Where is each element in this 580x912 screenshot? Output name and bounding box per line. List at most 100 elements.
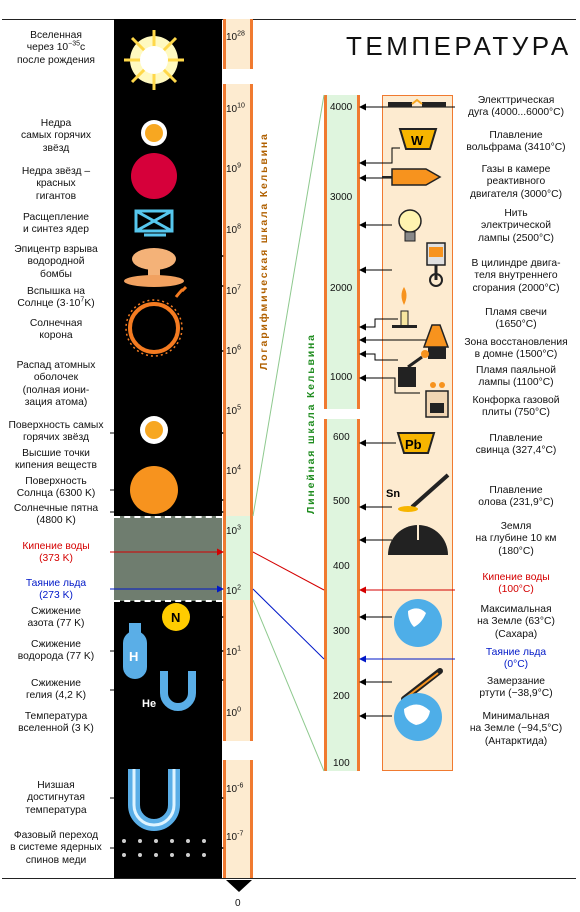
label-min-earth: Минимальная на Земле (−94,5°C) (Антаркти… bbox=[469, 711, 563, 747]
label-copper-spins: Фазовый переход в системе ядерных спинов… bbox=[10, 830, 102, 866]
label-earth-depth: Земля на глубине 10 км (180°C) bbox=[475, 521, 557, 557]
label-water-boiling-c: Кипение воды (100°C) bbox=[482, 572, 550, 596]
right-icons: W Pb Sn bbox=[382, 98, 450, 741]
zero-marker bbox=[226, 880, 252, 892]
log-tick: 101 bbox=[226, 645, 242, 658]
big-bang-icon bbox=[124, 30, 184, 90]
label-solar-corona: Солнечная корона bbox=[29, 318, 83, 342]
label-flare-exp: 7 bbox=[80, 296, 85, 304]
log-tick: 109 bbox=[226, 162, 242, 175]
label-tin-melting: Плавление олова (231,9°C) bbox=[478, 485, 554, 509]
light-bulb-icon bbox=[398, 209, 422, 242]
earth-band bbox=[114, 516, 222, 601]
lead-crucible-icon bbox=[396, 432, 436, 454]
soldering-iron-icon bbox=[398, 473, 450, 512]
electric-arc-icon bbox=[388, 98, 446, 107]
solar-corona-icon bbox=[125, 299, 183, 357]
linear-tick: 100 bbox=[333, 758, 350, 769]
log-tick: 10-6 bbox=[226, 782, 244, 795]
globe-sahara-icon bbox=[394, 599, 442, 647]
arrow-blowtorch bbox=[359, 350, 398, 361]
hydrogen-flask-icon bbox=[123, 623, 147, 679]
label-helium-liquefaction: Сжижение гелия (4,2 K) bbox=[25, 678, 86, 702]
tungsten-crucible-icon bbox=[398, 128, 438, 150]
log-tick: 107 bbox=[226, 284, 242, 297]
label-max-earth: Максимальная на Земле (63°C) (Сахара) bbox=[477, 604, 555, 640]
label-flare-unit: K) bbox=[84, 298, 95, 310]
label-flare-line2: Солнце (3·10 bbox=[17, 298, 81, 310]
blowtorch-icon bbox=[398, 350, 429, 387]
log-scale-segment-main bbox=[223, 84, 253, 741]
blast-furnace-icon bbox=[422, 324, 450, 359]
tungsten-symbol: W bbox=[411, 133, 424, 148]
arrow-tungsten bbox=[359, 147, 400, 167]
hot-star-icon bbox=[141, 120, 167, 146]
nitrogen-icon bbox=[162, 603, 190, 631]
label-tungsten-melting: Плавление вольфрама (3410°C) bbox=[466, 130, 566, 154]
log-scale-green-zone bbox=[226, 516, 250, 600]
hydrogen-symbol: H bbox=[129, 649, 138, 664]
label-universe-line3: после рождения bbox=[16, 54, 96, 66]
helium-symbol: He bbox=[142, 698, 156, 710]
hot-star-surface-icon bbox=[140, 416, 168, 444]
linear-tick: 3000 bbox=[330, 192, 353, 203]
sun-surface-icon bbox=[130, 466, 178, 514]
label-universe-line2: через 10 bbox=[26, 42, 69, 54]
log-tick: 100 bbox=[226, 706, 242, 719]
label-boiling-points: Высшие точки кипения веществ bbox=[15, 448, 97, 472]
zoom-line-top bbox=[252, 94, 325, 517]
linear-tick: 600 bbox=[333, 432, 350, 443]
earth-band-top-dash bbox=[114, 516, 222, 518]
log-scale-segment-low bbox=[223, 760, 253, 878]
earth-band-bottom-dash bbox=[114, 600, 222, 602]
label-flare-line1: Вспышка на bbox=[27, 286, 85, 297]
linear-tick: 200 bbox=[333, 691, 350, 702]
arrow-corona bbox=[180, 329, 224, 355]
label-candle-flame: Пламя свечи (1650°C) bbox=[485, 307, 547, 331]
log-tick: 102 bbox=[226, 584, 242, 597]
label-bulb-filament: Нить электрической лампы (2500°C) bbox=[478, 208, 554, 244]
label-hottest-star-cores: Недра самых горячих звёзд bbox=[20, 118, 92, 154]
label-nitrogen-liquefaction: Сжижение азота (77 K) bbox=[27, 606, 85, 630]
gas-stove-icon bbox=[425, 382, 449, 418]
page-title: ТЕМПЕРАТУРА bbox=[346, 31, 572, 61]
label-sun-surface: Поверхность Солнца (6300 K) bbox=[16, 476, 96, 500]
label-jet-engine: Газы в камере реактивного двигателя (300… bbox=[469, 164, 562, 200]
label-engine-cylinder: В цилиндре двига- теля внутреннего сгора… bbox=[471, 258, 561, 294]
label-gas-stove: Конфорка газовой плиты (750°C) bbox=[472, 395, 560, 419]
label-ice-melting-c: Таяние льда (0°C) bbox=[485, 647, 547, 671]
linear-tick: 1000 bbox=[330, 372, 353, 383]
label-blowtorch: Пламя паяльной лампы (1100°C) bbox=[475, 365, 557, 389]
label-ice-melting-k: Таяние льда (273 K) bbox=[25, 578, 87, 602]
candle-icon bbox=[392, 287, 417, 328]
label-universe-line1: Вселенная bbox=[30, 30, 82, 41]
label-red-giant-cores: Недра звёзд – красных гигантов bbox=[21, 166, 91, 202]
log-tick: 108 bbox=[226, 223, 242, 236]
log-tick: 1010 bbox=[226, 102, 245, 115]
log-tick: 10-7 bbox=[226, 830, 244, 843]
zero-label: 0 bbox=[235, 898, 241, 909]
fusion-icon bbox=[134, 209, 174, 237]
solar-flare-icon bbox=[174, 285, 188, 298]
label-solar-flare: Вспышка на Солнце (3·107K) bbox=[2, 286, 110, 311]
label-water-boiling-k: Кипение воды (373 K) bbox=[22, 541, 90, 565]
label-lowest-achieved: Низшая достигнутая температура bbox=[25, 780, 87, 816]
melt-connector bbox=[252, 588, 325, 660]
label-sunspots: Солнечные пятна (4800 K) bbox=[13, 503, 99, 527]
label-universe-exp: −35 bbox=[68, 40, 81, 48]
bottom-rule bbox=[2, 878, 576, 879]
tin-symbol: Sn bbox=[386, 488, 400, 500]
linear-scale-upper bbox=[324, 95, 360, 409]
linear-tick: 500 bbox=[333, 496, 350, 507]
jet-engine-icon bbox=[382, 168, 442, 186]
label-universe-unit: с bbox=[80, 42, 86, 54]
lowest-temp-tube-icon bbox=[128, 769, 180, 831]
label-blast-furnace: Зона восстановления в домне (1500°C) bbox=[464, 337, 568, 361]
log-scale-segment-top bbox=[223, 19, 253, 69]
log-tick: 106 bbox=[226, 344, 242, 357]
label-atom-ionization: Распад атомных оболочек (полная иони- за… bbox=[16, 360, 96, 409]
boil-connector bbox=[252, 551, 325, 591]
copper-spins-icon bbox=[122, 839, 206, 857]
label-electric-arc: Электтрическая дуга (4000...6000°C) bbox=[467, 95, 565, 119]
helium-tube-icon bbox=[160, 671, 196, 711]
